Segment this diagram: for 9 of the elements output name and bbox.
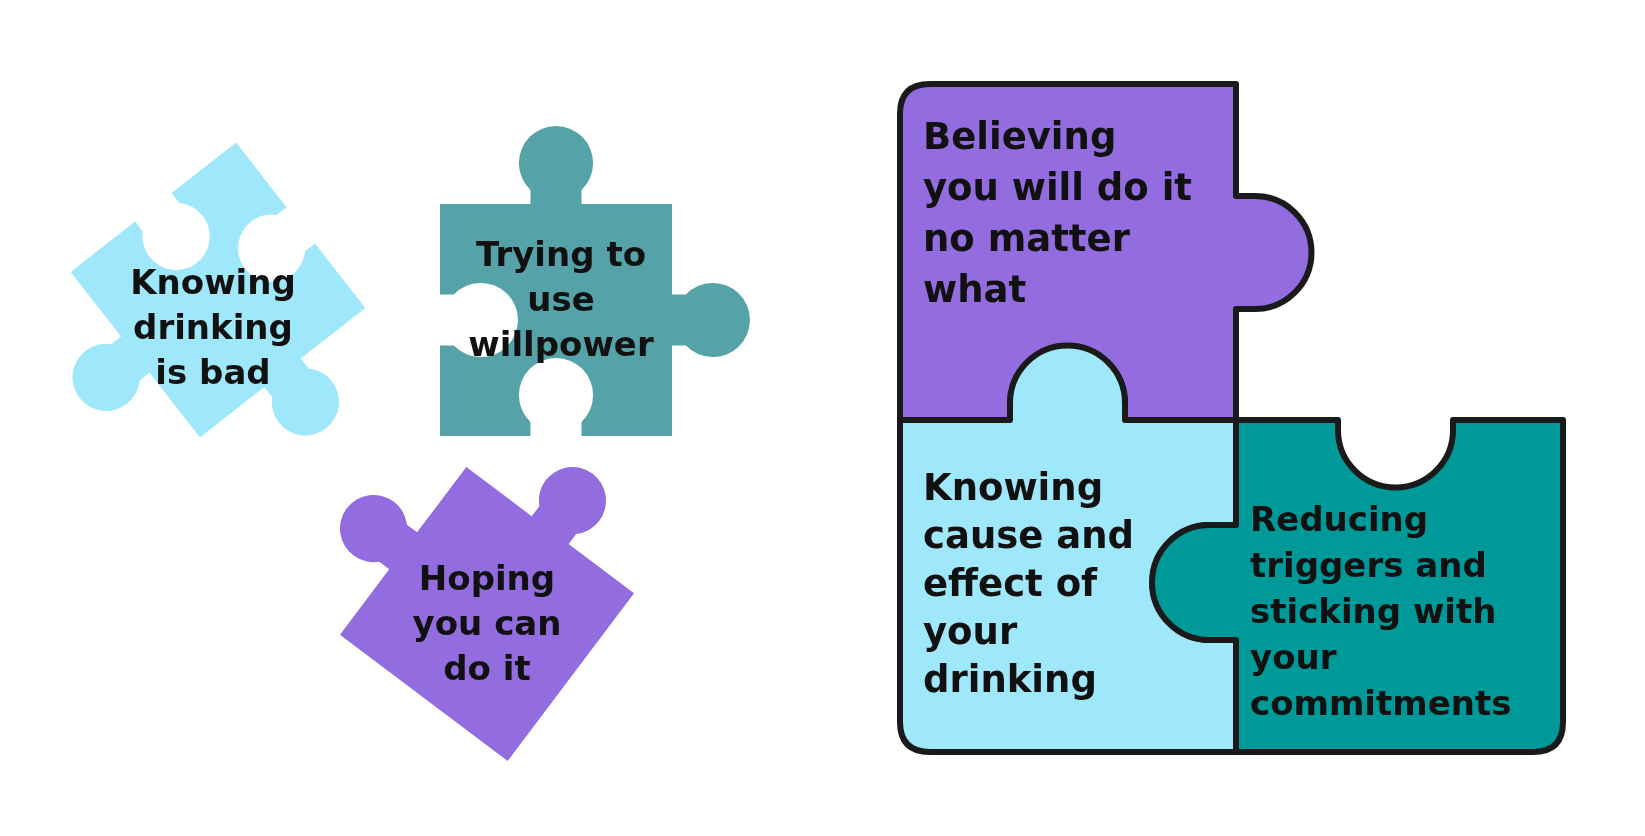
piece-label: Reducing triggers and sticking with your commitments xyxy=(1250,498,1513,725)
piece-label: Knowing drinking is bad xyxy=(129,261,297,394)
puzzle-piece xyxy=(337,464,637,764)
puzzle-piece xyxy=(440,126,752,437)
piece-label: Knowing cause and effect of your drinking xyxy=(923,465,1136,703)
piece-label: Believing you will do it no matter what xyxy=(923,114,1193,313)
puzzle-piece xyxy=(1152,420,1563,752)
puzzle-piece xyxy=(900,343,1236,752)
piece-label: Hoping you can do it xyxy=(411,557,563,690)
